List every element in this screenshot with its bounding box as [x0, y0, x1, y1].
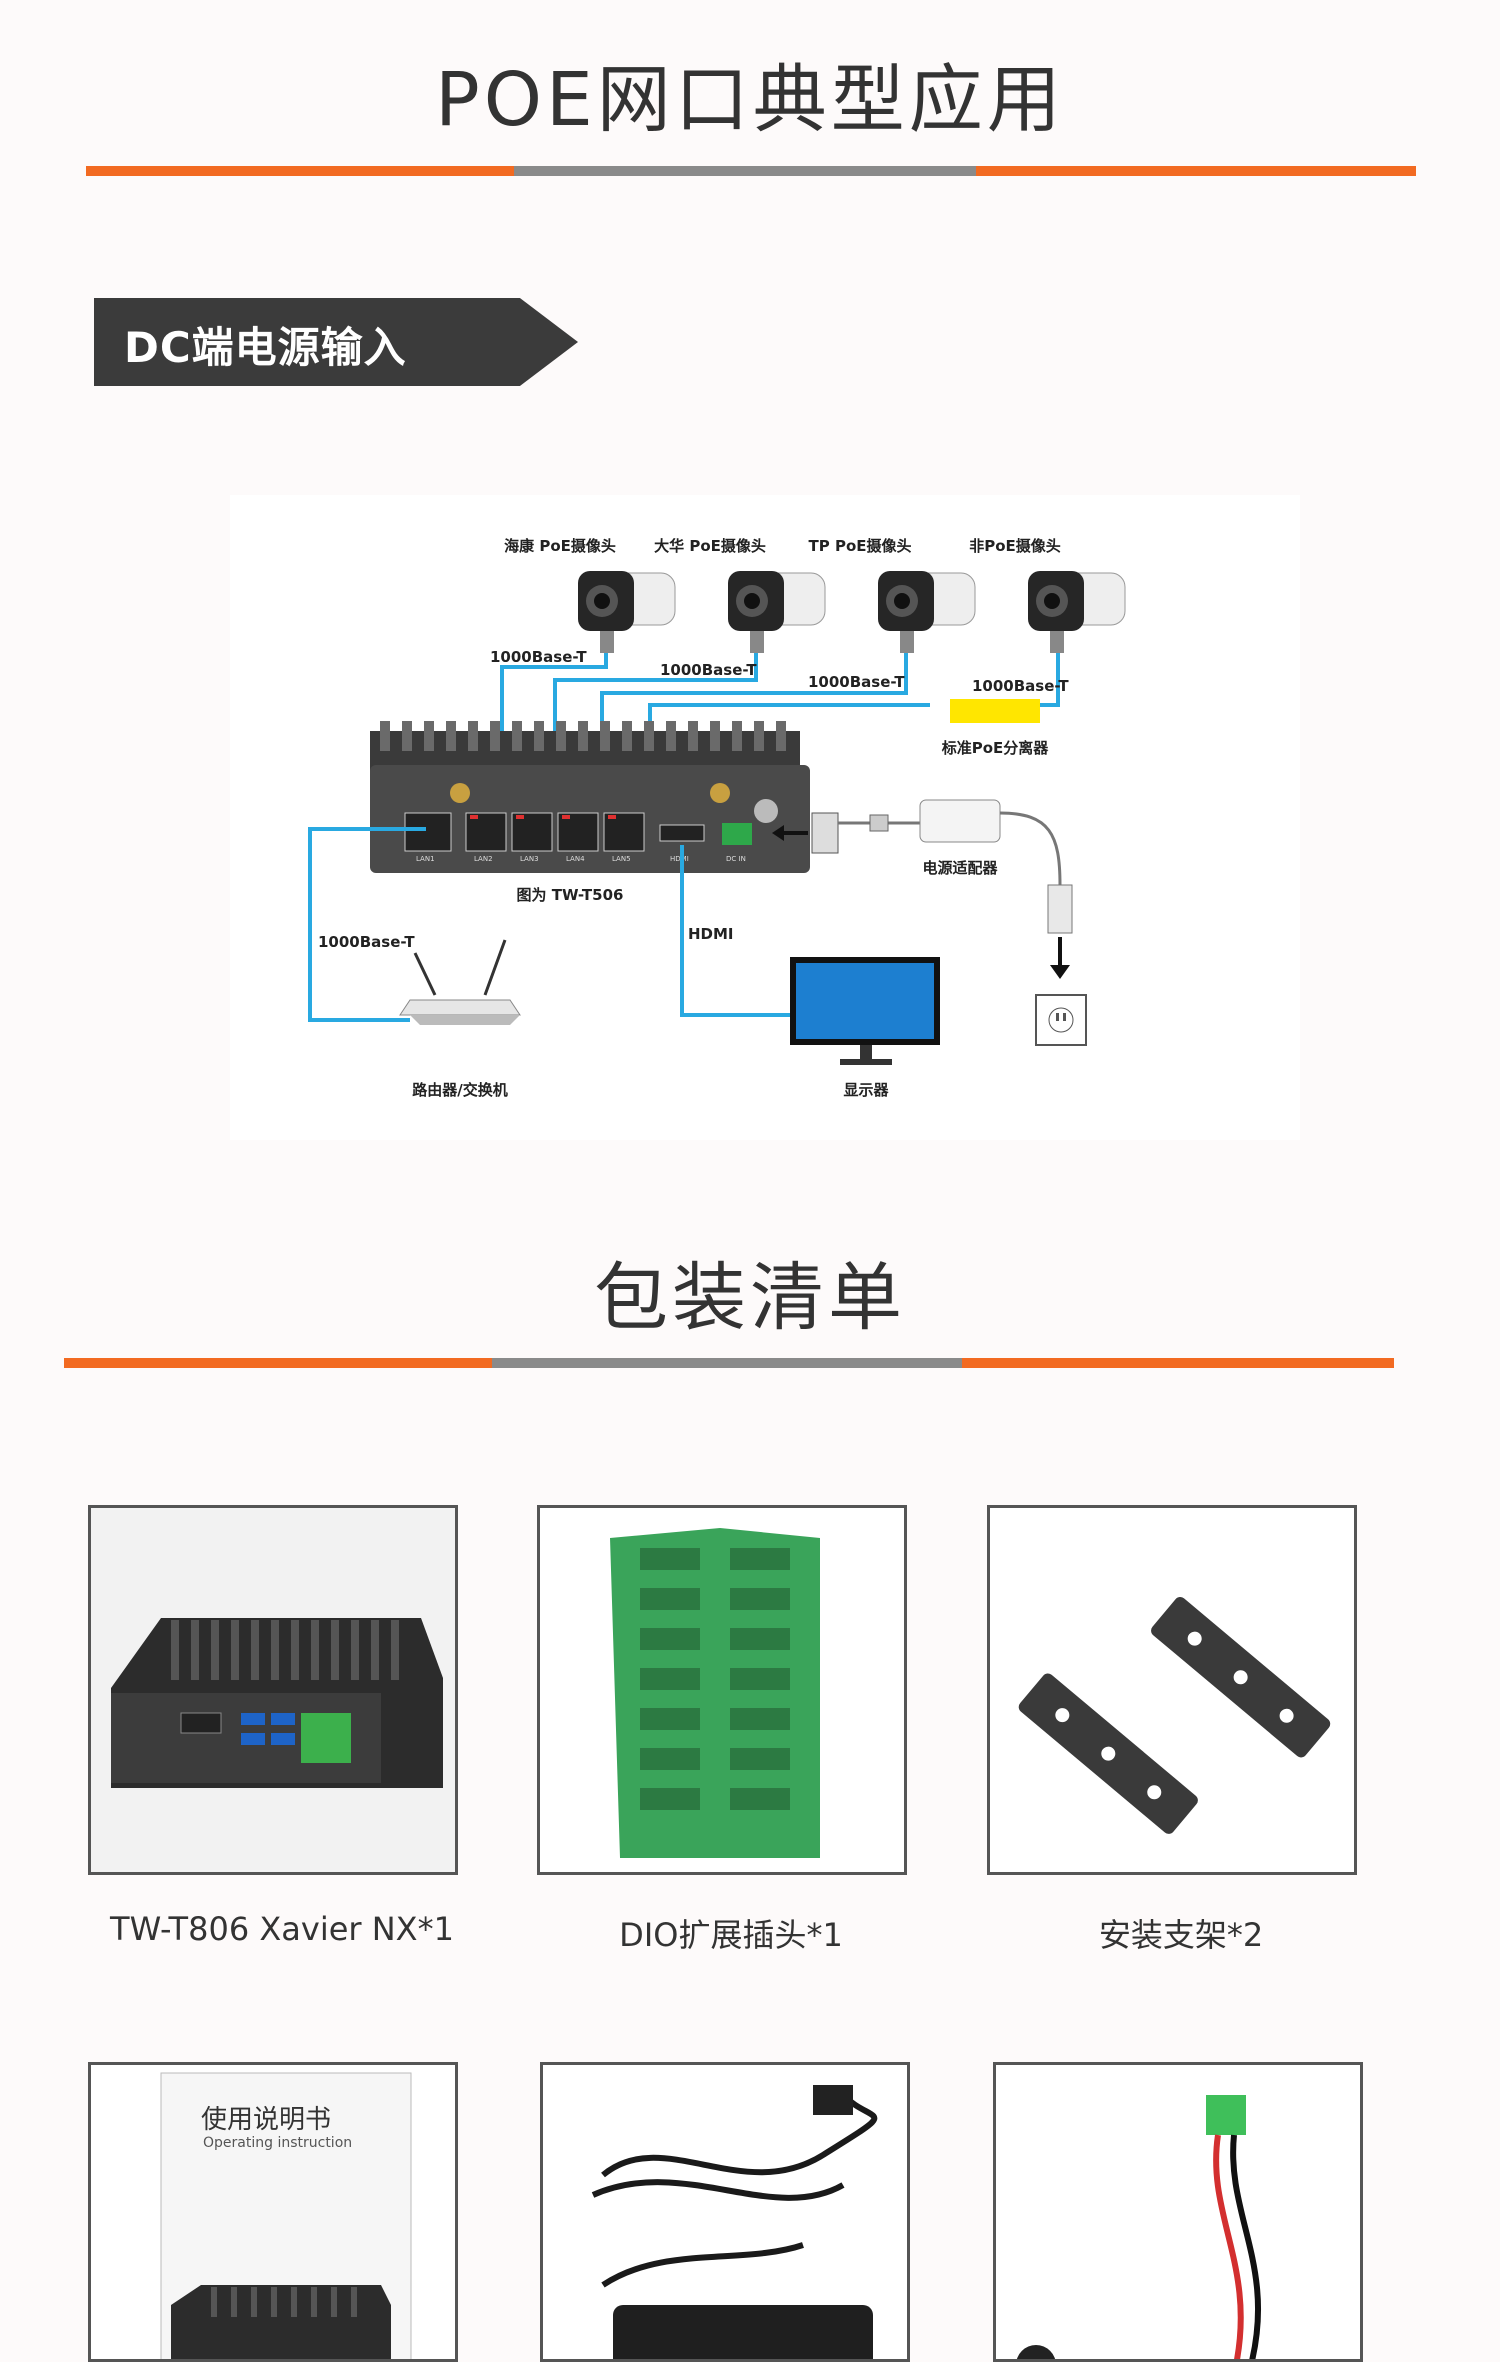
link-label-4: 1000Base-T [972, 677, 1069, 695]
camera-label-tp: TP PoE摄像头 [809, 537, 912, 555]
package-card-power-cable [993, 2062, 1363, 2362]
camera-label-dahua: 大华 PoE摄像头 [654, 537, 766, 555]
package-card-power-adapter [540, 2062, 910, 2362]
port-label-lan4: LAN4 [566, 855, 585, 863]
manual-title: 使用说明书 [201, 2105, 332, 2135]
dc-connector-icon [811, 812, 839, 854]
power-adapter-image [543, 2065, 907, 2359]
router-link-label: 1000Base-T [318, 933, 415, 951]
adapter-label: 电源适配器 [922, 859, 998, 877]
splitter-label: 标准PoE分离器 [941, 739, 1050, 757]
package-section-title: 包装清单 [594, 1255, 906, 1341]
router-icon [399, 939, 521, 1025]
package-card-dio-plug [537, 1505, 907, 1875]
port-label-lan3: LAN3 [520, 855, 539, 863]
port-label-hdmi: HDMI [670, 855, 689, 863]
manual-subtitle: Operating instruction [203, 2135, 353, 2151]
camera-icon [578, 571, 676, 653]
hdmi-cable [680, 845, 790, 1017]
port-label-lan2: LAN2 [474, 855, 493, 863]
camera-icon [878, 571, 976, 653]
link-label-1: 1000Base-T [490, 648, 587, 666]
power-plug-icon [1047, 884, 1073, 934]
package-caption-brackets: 安装支架*2 [1098, 1916, 1264, 1954]
camera-label-non-poe: 非PoE摄像头 [969, 537, 1061, 555]
package-card-brackets [987, 1505, 1357, 1875]
poe-application-diagram: 海康 PoE摄像头 大华 PoE摄像头 TP PoE摄像头 非PoE摄像头 10… [230, 495, 1300, 1140]
device-label: 图为 TW-T506 [517, 886, 624, 904]
port-label-lan5: LAN5 [612, 855, 631, 863]
camera-label-hikvision: 海康 PoE摄像头 [504, 537, 616, 555]
monitor-icon [790, 957, 940, 1065]
dc-power-banner: DC端电源输入 [94, 298, 578, 386]
router-cable [308, 827, 426, 1022]
port-label-dc-in: DC IN [726, 855, 746, 863]
poe-section-title: POE网口典型应用 [435, 57, 1065, 143]
port-label-lan1: LAN1 [416, 855, 435, 863]
banner-label: DC端电源输入 [124, 323, 407, 372]
package-card-xavier-nx [88, 1505, 458, 1875]
terminal-block-image [540, 1508, 904, 1872]
mini-pc-image [91, 1508, 455, 1872]
power-cable-image [996, 2065, 1360, 2359]
link-label-2: 1000Base-T [660, 661, 757, 679]
mounting-bracket-image [990, 1508, 1354, 1872]
tw-t506-device-icon [370, 721, 810, 873]
poe-splitter-icon [950, 699, 1040, 723]
package-caption-dio-plug: DIO扩展插头*1 [619, 1916, 843, 1954]
title-divider [86, 166, 1416, 176]
router-label: 路由器/交换机 [412, 1081, 507, 1099]
arrow-down-icon [1050, 965, 1070, 979]
hdmi-label: HDMI [688, 925, 734, 943]
monitor-label: 显示器 [843, 1081, 889, 1099]
camera-icon [1028, 571, 1126, 653]
camera-icon [728, 571, 826, 653]
package-divider [64, 1358, 1394, 1368]
link-label-3: 1000Base-T [808, 673, 905, 691]
package-card-manual: 使用说明书 Operating instruction [88, 2062, 458, 2362]
wall-outlet-icon [1035, 994, 1087, 1046]
package-caption-xavier-nx: TW-T806 Xavier NX*1 [110, 1910, 454, 1948]
power-adapter-icon [919, 799, 1001, 843]
